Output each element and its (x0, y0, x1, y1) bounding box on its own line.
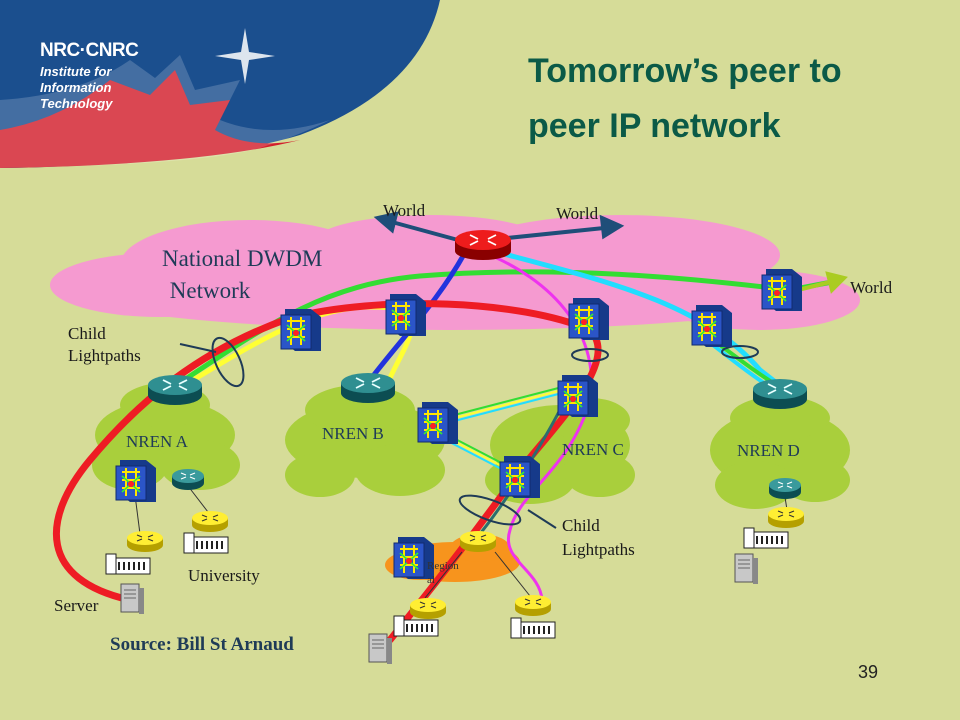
dwdm-switch-4-icon (691, 304, 733, 348)
server-router-icon (126, 530, 164, 553)
regional-building-1-icon (393, 615, 439, 637)
dwdm-switch-3-icon (568, 297, 610, 341)
regional-router-icon (459, 530, 497, 553)
child-lightpaths-2-line-1: Child (562, 516, 600, 535)
page-title-line-2: peer IP network (528, 107, 781, 145)
dwdm-switch-5-icon (761, 268, 803, 312)
nren-a-switch-icon (115, 459, 157, 503)
magenta-lightpath (473, 247, 593, 602)
child-lightpaths-1-line-2: Lightpaths (68, 346, 141, 365)
nren-b-cloud (285, 385, 445, 497)
nrc-logo: NRC·CNRC (40, 40, 139, 61)
maple-leaf-shape (0, 70, 300, 168)
university-building-icon (183, 532, 229, 554)
page-number: 39 (858, 662, 879, 682)
world-label-3: World (850, 278, 893, 297)
child-lightpaths-2-line-2: Lightpaths (562, 540, 635, 559)
nren-a-small-router-icon (171, 468, 205, 491)
nren-a-label: NREN A (126, 432, 188, 451)
cyan-lightpath (475, 244, 781, 387)
dwdm-switch-1-icon (280, 308, 322, 352)
world-label-1: World (383, 201, 426, 220)
page-title-line-1: Tomorrow’s peer to (528, 52, 842, 90)
server-label: Server (54, 596, 99, 615)
nren-c-switch-2-icon (499, 455, 541, 499)
nren-d-server-icon (734, 553, 759, 585)
core-router-icon (455, 230, 511, 260)
campus-building-icon (105, 553, 151, 575)
institute-line-1: Institute for (40, 64, 112, 79)
nren-b-switch-icon (417, 401, 459, 445)
dwdm-label-line-1: National DWDM (162, 246, 323, 271)
nren-d-router-icon (752, 378, 808, 410)
institute-line-2: Information (40, 80, 112, 95)
dwdm-switch-2-icon (385, 293, 427, 337)
nren-d-edge-router-icon (767, 506, 805, 529)
regional-label-line-1: Region (427, 560, 459, 572)
dwdm-label-line-2: Network (164, 278, 251, 303)
regional-label-line-2: al (427, 574, 435, 586)
institute-line-3: Technology (40, 96, 113, 111)
nren-d-cloud (710, 396, 850, 509)
nren-c-label: NREN C (562, 440, 624, 459)
server-icon (120, 583, 145, 615)
world-label-2: World (556, 204, 599, 223)
regional-edge-router-2-icon (514, 594, 552, 617)
nren-d-building-icon (743, 527, 789, 549)
nren-b-router-icon (340, 372, 396, 404)
regional-server-icon (368, 633, 393, 665)
university-router-icon (191, 510, 229, 533)
nren-a-router-icon (147, 374, 203, 406)
source-credit: Source: Bill St Arnaud (110, 634, 294, 655)
university-label: University (188, 566, 260, 585)
nren-c-switch-icon (557, 374, 599, 418)
regional-building-2-icon (510, 617, 556, 639)
sparkle-icon (215, 28, 275, 84)
regional-edge-router-1-icon (409, 597, 447, 620)
child-lightpaths-1-line-1: Child (68, 324, 106, 343)
nren-d-label: NREN D (737, 441, 800, 460)
nren-d-small-router-icon (768, 477, 802, 500)
nren-b-label: NREN B (322, 424, 384, 443)
